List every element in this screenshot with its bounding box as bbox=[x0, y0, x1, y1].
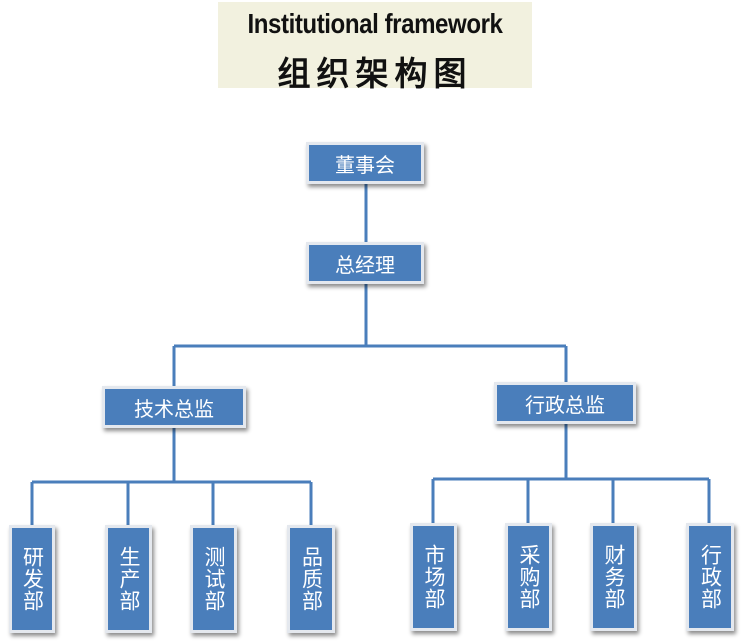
title-chinese: 组织架构图 bbox=[277, 54, 473, 93]
node-finance-department: 财务部 bbox=[590, 523, 637, 631]
node-purchasing-department: 采购部 bbox=[505, 523, 552, 631]
title-english: Institutional framework bbox=[247, 8, 503, 39]
title-banner: Institutional framework 组织架构图 bbox=[218, 2, 532, 93]
node-administration-department: 行政部 bbox=[686, 523, 734, 631]
node-rd-department: 研发部 bbox=[9, 525, 55, 633]
node-general-manager: 总经理 bbox=[306, 242, 424, 284]
node-production-department: 生产部 bbox=[105, 525, 152, 633]
node-quality-department: 品质部 bbox=[287, 525, 335, 633]
node-board: 董事会 bbox=[306, 142, 424, 184]
node-technical-director: 技术总监 bbox=[102, 386, 246, 428]
node-administrative-director: 行政总监 bbox=[494, 382, 636, 424]
node-market-department: 市场部 bbox=[410, 523, 457, 631]
node-testing-department: 测试部 bbox=[190, 525, 237, 633]
